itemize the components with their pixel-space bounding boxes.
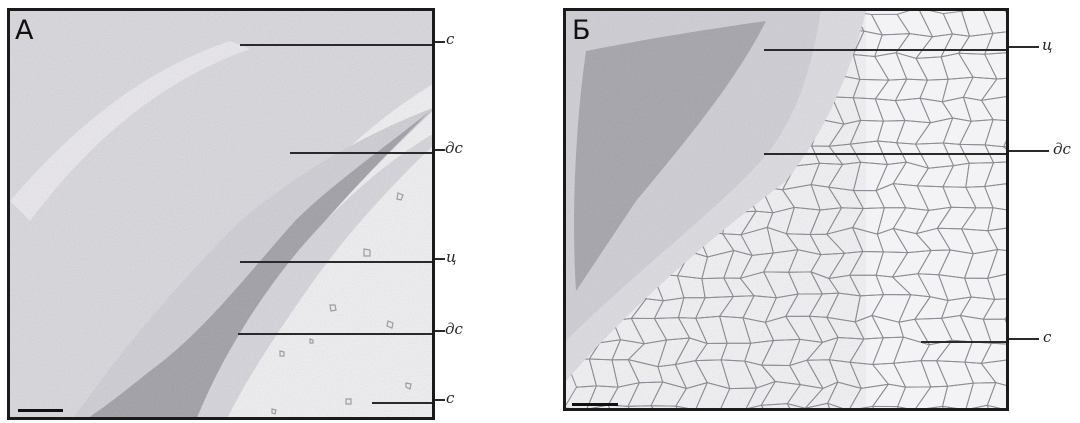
cell bbox=[1006, 161, 1009, 184]
panel-a-label-ds-bottom: дс bbox=[445, 322, 463, 337]
cell bbox=[1007, 53, 1009, 81]
label-line-ds-top-ext bbox=[435, 149, 445, 151]
cell bbox=[566, 408, 596, 411]
label-line-b-c-ext bbox=[1009, 338, 1039, 340]
label-line-c-top bbox=[240, 44, 435, 46]
label-line-ds-top bbox=[290, 152, 435, 154]
label-line-ds-bottom-ext bbox=[435, 330, 445, 332]
label-line-b-ds-ext bbox=[1009, 150, 1049, 152]
cell bbox=[1006, 184, 1009, 211]
panel-a-label-ts: ц bbox=[446, 250, 456, 265]
cell bbox=[1007, 97, 1009, 122]
panel-a-label-c-bottom: с bbox=[446, 391, 454, 406]
label-line-b-ts bbox=[764, 49, 1009, 51]
label-line-c-top-ext bbox=[435, 41, 445, 43]
panel-b-letter: Б bbox=[572, 17, 591, 44]
label-line-c-bottom-ext bbox=[435, 399, 445, 401]
panel-b-label-c: с bbox=[1043, 330, 1051, 345]
label-line-ts bbox=[240, 261, 435, 263]
panel-a-illustration: А bbox=[7, 8, 435, 420]
label-line-c-bottom bbox=[372, 402, 435, 404]
panel-a-letter: А bbox=[15, 17, 33, 44]
panel-a-label-ds-top: дс bbox=[445, 141, 463, 156]
cell bbox=[696, 410, 733, 411]
label-line-b-c bbox=[921, 341, 1009, 343]
label-line-ds-bottom bbox=[238, 333, 435, 335]
label-line-b-ts-ext bbox=[1009, 46, 1039, 48]
panel-b-label-ds: дс bbox=[1053, 142, 1071, 157]
cell bbox=[720, 409, 752, 411]
panel-a-scale-bar bbox=[18, 409, 63, 412]
panel-a-drawing bbox=[10, 11, 435, 420]
panel-b-drawing bbox=[566, 11, 1009, 411]
panel-b-label-ts: ц bbox=[1042, 38, 1052, 53]
panel-a-label-c-top: с bbox=[446, 32, 454, 47]
label-line-ts-ext bbox=[435, 258, 445, 260]
label-line-b-ds bbox=[764, 153, 1009, 155]
panel-b-scale-bar bbox=[572, 403, 618, 406]
cell bbox=[1007, 30, 1009, 58]
cell bbox=[1007, 78, 1009, 98]
panel-b-illustration: Б bbox=[563, 8, 1009, 411]
